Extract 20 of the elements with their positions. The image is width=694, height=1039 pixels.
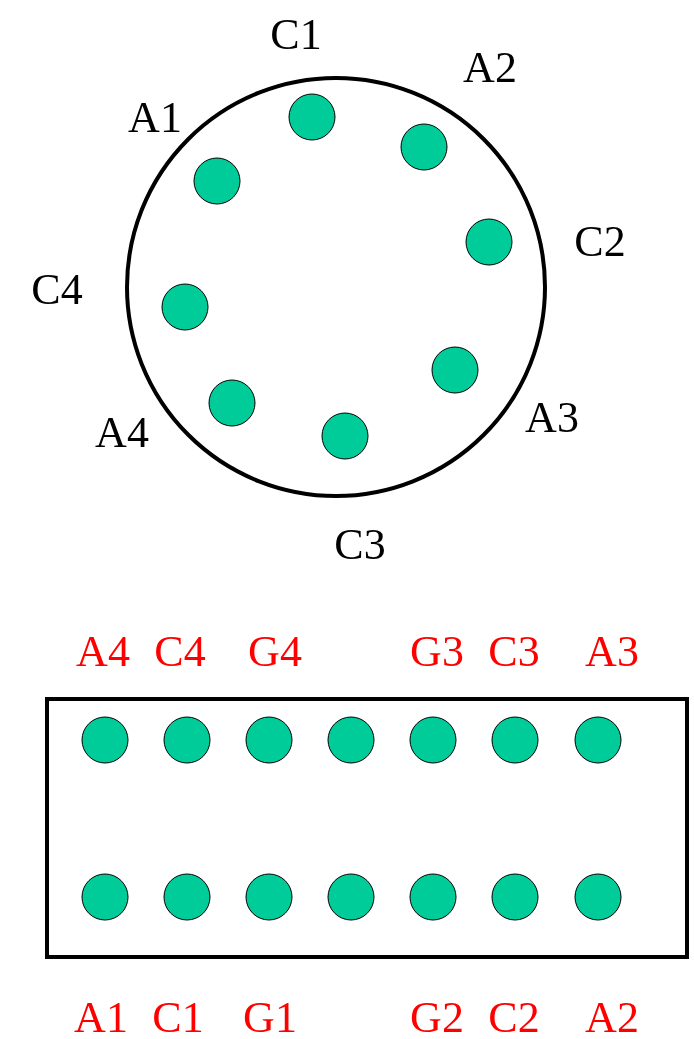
pin-label: G4 [248, 630, 302, 674]
pin-label: G3 [410, 630, 464, 674]
pin-label: C2 [574, 220, 626, 264]
pin-label: A3 [585, 630, 639, 674]
pin-label: A1 [128, 96, 182, 140]
pin-label: C4 [154, 630, 206, 674]
pin-label: C3 [488, 630, 540, 674]
pin-label: A2 [585, 996, 639, 1039]
pin-label: A4 [95, 411, 149, 455]
pin-label: G2 [410, 996, 464, 1039]
pin-label: C1 [270, 13, 322, 57]
pin-label: C1 [152, 996, 204, 1039]
pin-label: A1 [74, 996, 128, 1039]
pin-label: C4 [31, 268, 83, 312]
pin-label: A2 [463, 46, 517, 90]
pin-label: G1 [243, 996, 297, 1039]
pin-label: C3 [334, 523, 386, 567]
pin-label: A3 [525, 396, 579, 440]
pin-label: A4 [76, 630, 130, 674]
pin-label: C2 [488, 996, 540, 1039]
